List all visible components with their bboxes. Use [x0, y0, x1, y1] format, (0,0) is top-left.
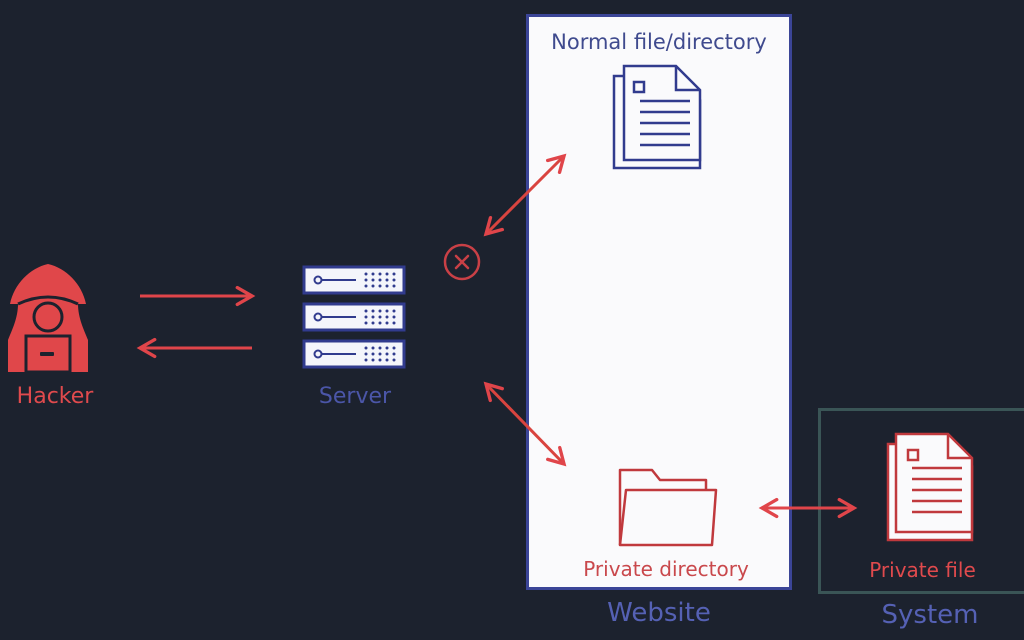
folder-icon — [618, 468, 718, 547]
system-label: System — [881, 600, 979, 630]
private-file-label: Private file — [869, 558, 976, 582]
hacker-icon — [8, 264, 88, 374]
x-circle-icon — [443, 243, 481, 281]
server-label: Server — [318, 384, 392, 409]
website-label: Website — [607, 598, 711, 628]
private-directory-arrow — [483, 381, 567, 467]
document-stack-icon — [612, 64, 702, 170]
normal-file-label: Normal file/directory — [551, 30, 767, 54]
normal-file-arrow — [483, 153, 567, 237]
private-directory-label: Private directory — [583, 557, 749, 581]
private-file-icon — [886, 432, 974, 542]
hacker-label: Hacker — [16, 384, 94, 409]
server-icon — [302, 265, 406, 369]
